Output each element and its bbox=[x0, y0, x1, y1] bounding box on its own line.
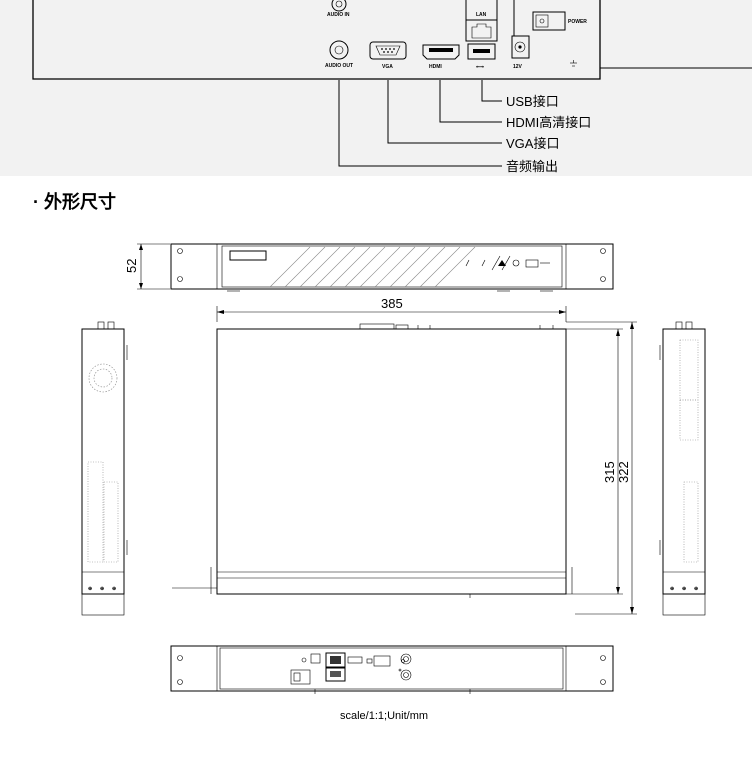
vga-port: VGA bbox=[369, 41, 407, 70]
dc-jack: 12V bbox=[511, 0, 530, 70]
svg-text:⊕: ⊕ bbox=[88, 586, 92, 592]
usb-port: ⭠⭢ bbox=[467, 43, 496, 70]
ground-icon bbox=[570, 60, 577, 67]
callout-audio: 音频输出 bbox=[506, 159, 558, 174]
svg-text:⊕: ⊕ bbox=[100, 586, 104, 592]
rear-panel-detail: AUDIO IN AUDIO OUT VGA HDMI LAN bbox=[0, 0, 752, 176]
left-side-view: ⊕ ⊕ ⊕ bbox=[81, 321, 128, 616]
svg-text:⊕: ⊕ bbox=[670, 586, 674, 592]
audio-out-jack: AUDIO OUT bbox=[325, 40, 353, 69]
width-dimension bbox=[216, 306, 567, 322]
power-label: POWER bbox=[568, 19, 587, 25]
hdmi-port: HDMI bbox=[422, 44, 460, 70]
height-dimension bbox=[137, 243, 170, 290]
depth-dimension bbox=[566, 321, 637, 615]
section-title: 外形尺寸 bbox=[44, 191, 116, 212]
svg-text:⊕: ⊕ bbox=[694, 586, 698, 592]
vga-label: VGA bbox=[382, 64, 393, 70]
callout-usb: USB接口 bbox=[506, 94, 559, 109]
lan-label: LAN bbox=[476, 12, 487, 18]
usb-symbol-label: ⭠⭢ bbox=[476, 64, 484, 70]
lan-port: LAN bbox=[465, 0, 498, 42]
depth-outer-value: 322 bbox=[616, 461, 631, 483]
hdmi-label: HDMI bbox=[429, 64, 442, 70]
audio-in-label: AUDIO IN bbox=[327, 12, 350, 18]
dc-label: 12V bbox=[513, 64, 523, 70]
audio-out-label: AUDIO OUT bbox=[325, 63, 353, 69]
height-value: 52 bbox=[124, 259, 139, 273]
right-side-view: ⊕ ⊕ ⊕ bbox=[659, 321, 706, 616]
depth-inner-value: 315 bbox=[602, 461, 617, 483]
section-bullet: · bbox=[33, 192, 39, 212]
callout-hdmi: HDMI高清接口 bbox=[506, 115, 591, 130]
callout-leaders bbox=[338, 80, 502, 167]
callout-vga: VGA接口 bbox=[506, 136, 559, 151]
audio-in-jack: AUDIO IN bbox=[327, 0, 350, 18]
scale-note: scale/1:1;Unit/mm bbox=[340, 710, 428, 722]
rear-view bbox=[170, 645, 614, 694]
width-value: 385 bbox=[381, 296, 403, 311]
front-view bbox=[170, 243, 614, 292]
svg-text:⊕: ⊕ bbox=[112, 586, 116, 592]
svg-text:⊕: ⊕ bbox=[682, 586, 686, 592]
top-view bbox=[172, 323, 573, 598]
power-switch: POWER bbox=[532, 11, 587, 31]
